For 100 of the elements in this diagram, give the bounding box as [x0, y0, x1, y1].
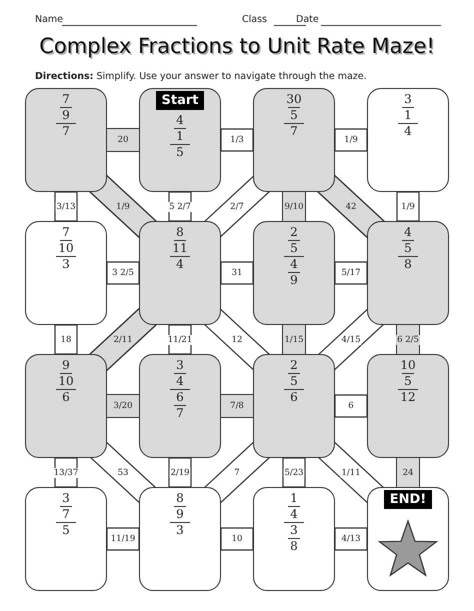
fraction-term: 1: [290, 492, 298, 505]
edge-label: 2/19: [169, 468, 191, 478]
maze-box: [25, 88, 107, 192]
edge-label: 3/13: [55, 202, 77, 212]
bridge-connector: [318, 174, 384, 239]
fraction-term: 4: [404, 125, 412, 138]
fraction-term: 8: [176, 492, 184, 505]
fraction-term: 7: [62, 125, 70, 138]
edge-label: 2/11: [112, 334, 134, 344]
bridge-connector: [282, 457, 306, 488]
fraction-term: 8: [404, 258, 412, 271]
fraction-term: 9: [290, 274, 298, 287]
bridge-connector: [106, 527, 140, 551]
fraction-term: 7: [62, 226, 70, 239]
edge-label: 10: [230, 534, 244, 544]
fraction-term: 10: [58, 375, 74, 388]
fraction-term: 6: [290, 391, 298, 404]
fraction-term: 4: [176, 258, 184, 271]
fraction-term: 12: [400, 391, 416, 404]
fraction-term: 4: [290, 258, 298, 271]
bridge-connector: [106, 261, 140, 285]
fraction-term: 9: [176, 508, 184, 521]
fraction-term: 7: [62, 93, 70, 106]
field-label: Date: [296, 14, 319, 25]
field-label: Name: [35, 14, 64, 25]
fraction-term: 9: [62, 109, 70, 122]
edge-label: 42: [344, 202, 358, 212]
fraction-term: 1: [176, 130, 184, 143]
edge-label: 11/19: [110, 534, 136, 544]
fraction-term: 11: [172, 242, 188, 255]
badge-label: END!: [384, 490, 432, 509]
maze-box: [25, 487, 107, 591]
field-label: Class: [242, 14, 267, 25]
edge-label: 3 2/5: [111, 268, 135, 278]
fraction-term: 2: [290, 359, 298, 372]
edge-label: 1/11: [340, 468, 362, 478]
bridge-connector: [90, 174, 156, 239]
fraction-term: 30: [286, 93, 302, 106]
fraction-term: 3: [62, 258, 70, 271]
edge-label: 1/3: [229, 135, 245, 145]
edge-label: 53: [116, 468, 130, 478]
bridge-connector: [168, 191, 192, 222]
edge-label: 6 2/5: [396, 334, 420, 344]
maze-box: [367, 221, 449, 325]
fraction-term: 3: [176, 359, 184, 372]
fraction-term: 4: [176, 375, 184, 388]
edge-label: 4/13: [340, 534, 362, 544]
maze-box: [253, 354, 335, 458]
edge-label: 24: [402, 468, 414, 478]
fraction-term: 10: [58, 242, 74, 255]
fraction-term: 5: [62, 524, 70, 537]
maze-box: [367, 487, 449, 591]
edge-label: 9/10: [283, 202, 305, 212]
badge-label: Start: [156, 91, 204, 110]
bridge-connector: [220, 128, 254, 152]
fraction-term: 4: [176, 114, 184, 127]
maze-box: [25, 221, 107, 325]
maze-box: [253, 88, 335, 192]
bridge-connector: [220, 527, 254, 551]
fraction-term: 5: [404, 375, 412, 388]
edge-label: 20: [116, 135, 130, 145]
edge-label: 1/15: [283, 334, 305, 344]
fraction-term: 7: [176, 407, 184, 420]
fraction-term: 10: [400, 359, 416, 372]
bridge-connector: [168, 457, 192, 488]
bridge-connector: [334, 261, 368, 285]
fraction-term: 4: [290, 508, 298, 521]
bridge-connector: [54, 324, 78, 355]
edge-label: 5 2/7: [168, 202, 192, 212]
title: Complex Fractions to Unit Rate Maze!: [38, 34, 436, 58]
maze-box: [253, 487, 335, 591]
edge-label: 4/15: [340, 334, 362, 344]
bridge-connector: [334, 394, 368, 418]
bridge-connector: [397, 458, 419, 487]
edge-label: 7/8: [229, 401, 245, 411]
bridge-connector: [220, 261, 254, 285]
fraction-term: 1: [404, 109, 412, 122]
fraction-term: 2: [290, 226, 298, 239]
edge-label: 12: [230, 334, 244, 344]
edge-label: 1/9: [343, 135, 359, 145]
fraction-term: 7: [62, 508, 70, 521]
bridge-connector: [334, 527, 368, 551]
fraction-term: 8: [290, 540, 298, 553]
fraction-term: 3: [176, 524, 184, 537]
maze-box: [367, 354, 449, 458]
edge-label: 5/17: [340, 268, 362, 278]
bridge-connector: [54, 191, 78, 222]
fraction-term: 8: [176, 226, 184, 239]
fraction-term: 5: [176, 146, 184, 159]
bridge-connector: [334, 128, 368, 152]
bridge-connector: [397, 325, 419, 354]
fraction-term: 5: [290, 242, 298, 255]
maze-box: [139, 221, 221, 325]
edge-label: 3/20: [112, 401, 134, 411]
bridge-connector: [396, 191, 420, 222]
maze-box: [139, 88, 221, 192]
fraction-term: 3: [290, 524, 298, 537]
edge-label: 2/7: [229, 202, 245, 212]
edge-label: 7: [233, 468, 241, 478]
fraction-term: 9: [62, 359, 70, 372]
